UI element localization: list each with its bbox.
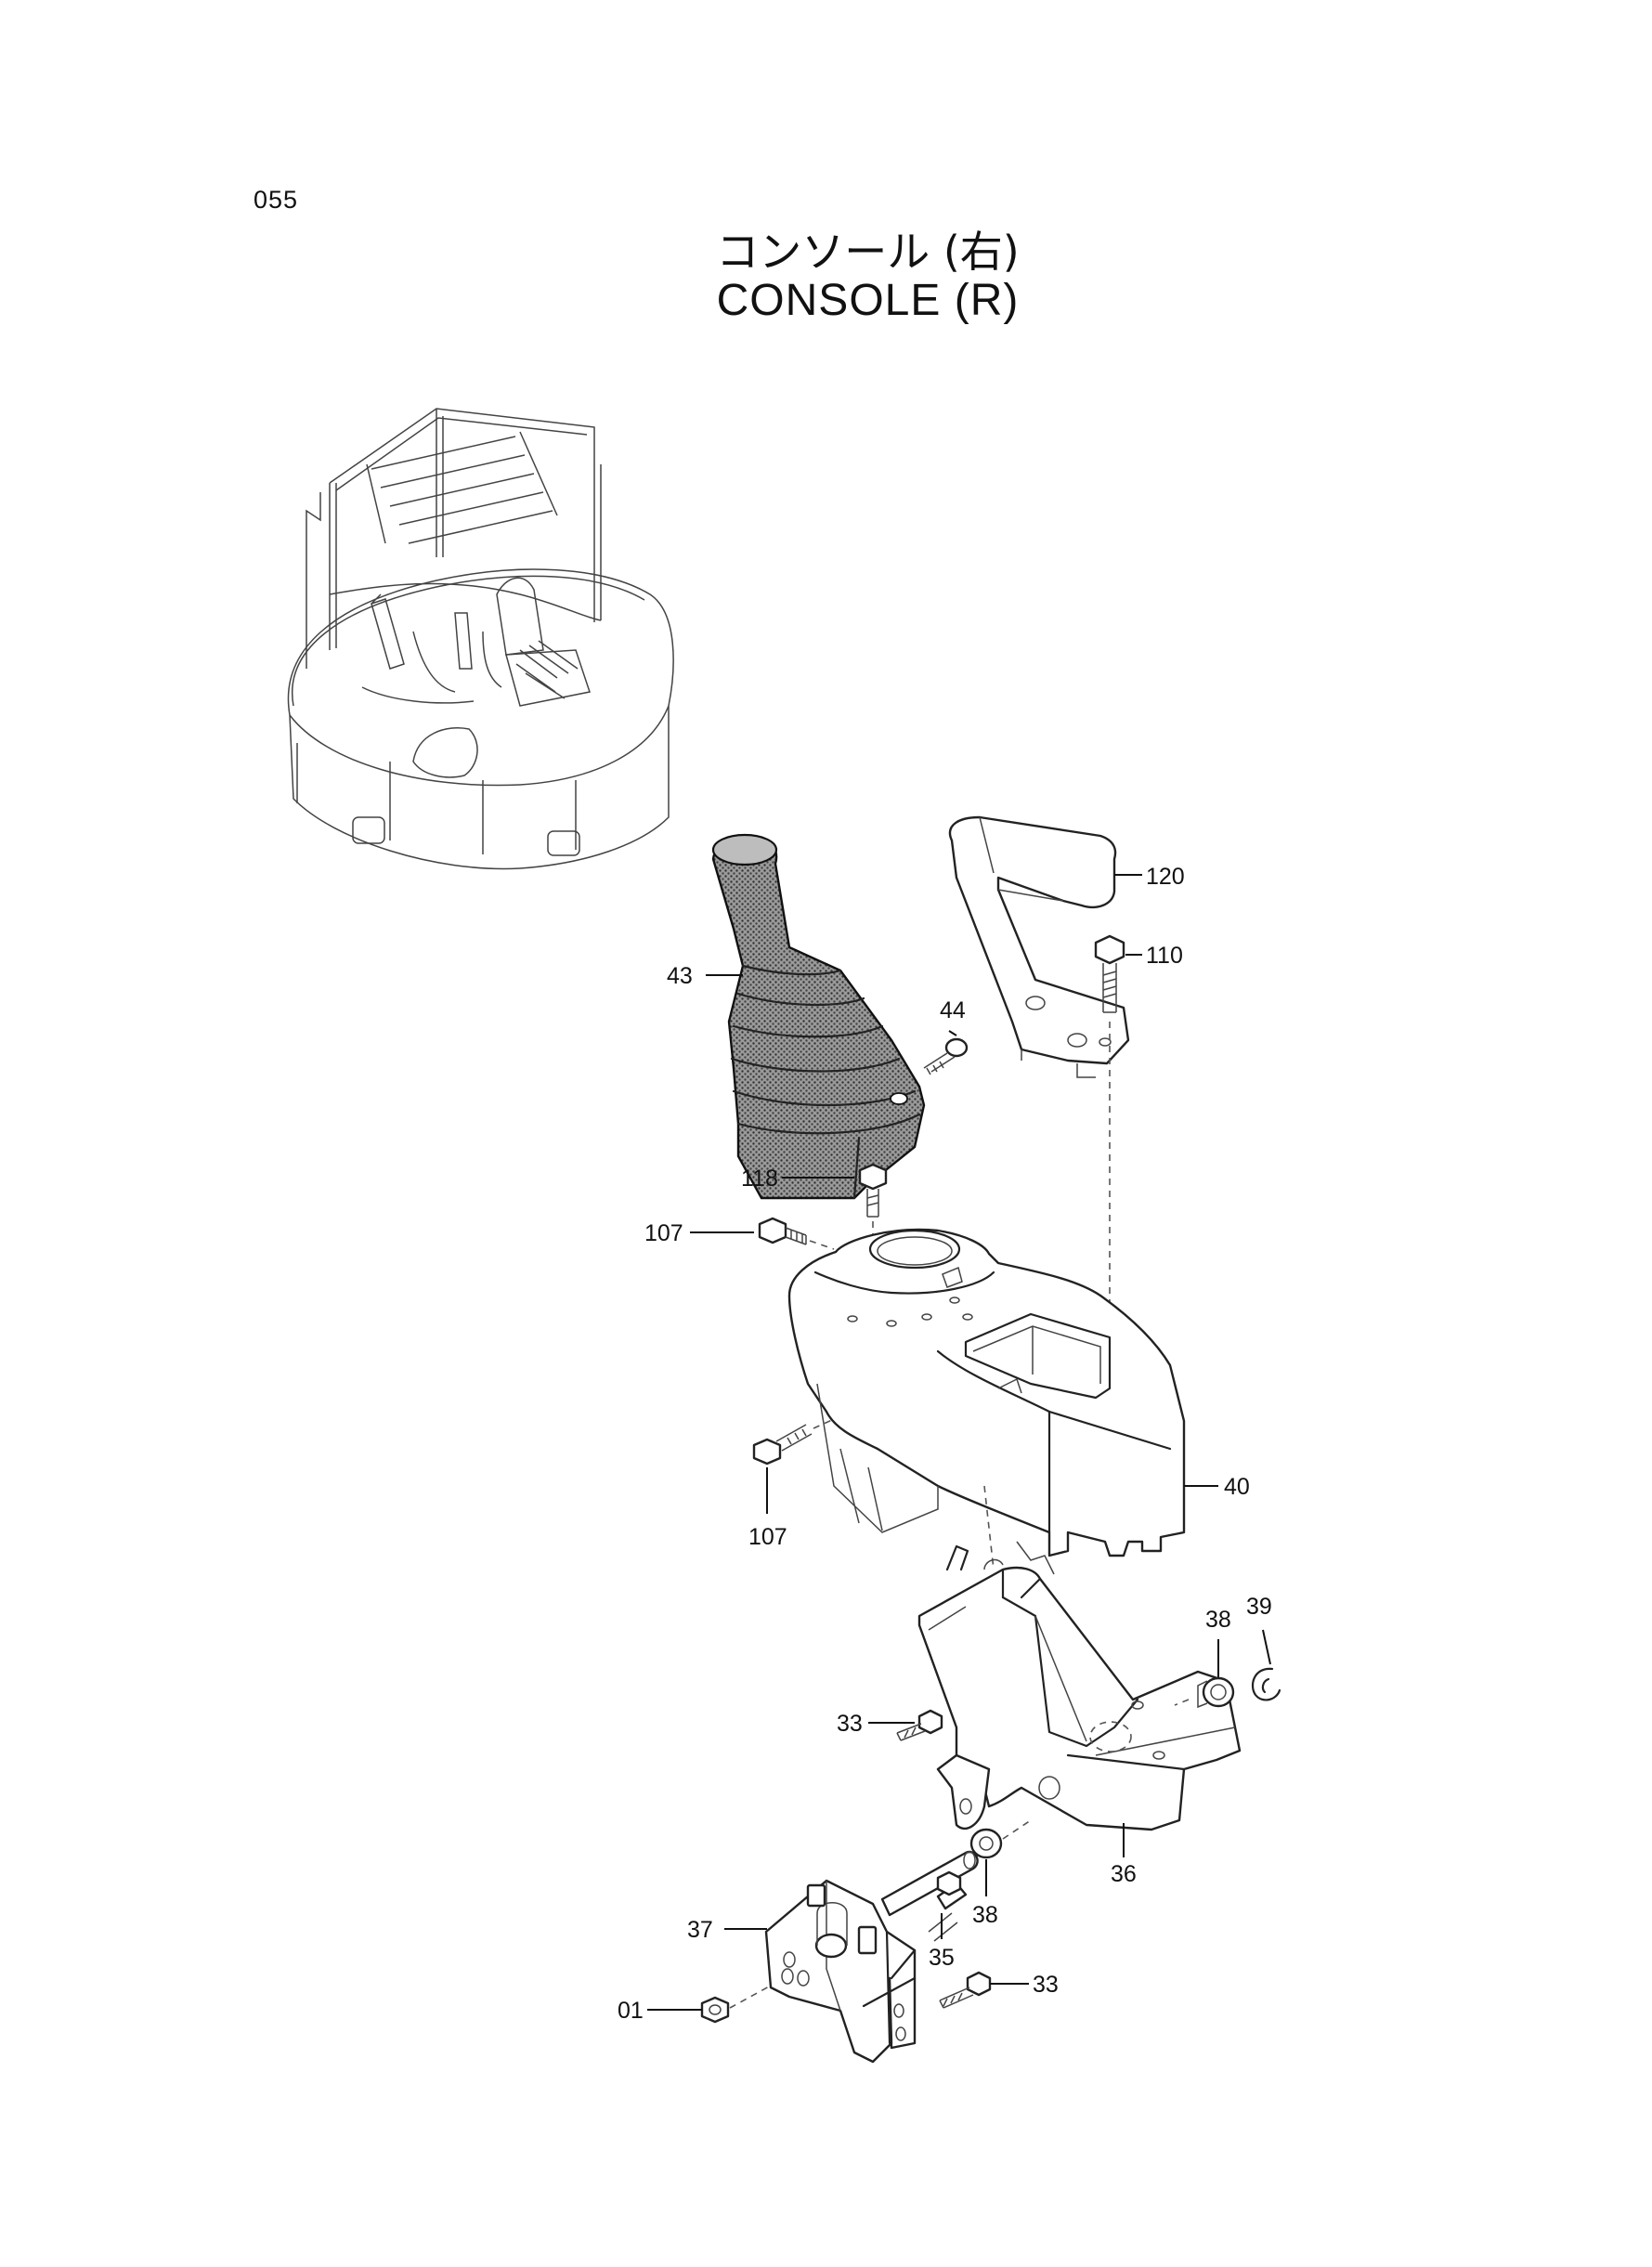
- callout-118: 118: [741, 1166, 778, 1192]
- bushing-38-upper-part: [1174, 1676, 1235, 1709]
- bolt-33-upper-part: [896, 1709, 943, 1741]
- callout-labels: 120 110 43 44 118 107 107 40 38 39 33 36…: [618, 864, 1272, 2024]
- bolt-107-lower-part: [752, 1418, 835, 1466]
- callout-44: 44: [940, 997, 966, 1023]
- callout-110: 110: [1146, 943, 1183, 969]
- console-cover-part: [787, 1228, 1186, 1570]
- page-title-japanese: コンソール (右): [716, 227, 1020, 277]
- callout-43: 43: [667, 963, 693, 989]
- bolt-33-lower-part: [939, 1971, 992, 2009]
- page-title: CONSOLE (R): [716, 276, 1020, 325]
- nut-01-part: [700, 1985, 772, 2024]
- console-bracket-part: [917, 1541, 1242, 1831]
- callout-120: 120: [1146, 864, 1185, 890]
- callout-01: 01: [618, 1998, 644, 2024]
- callout-33-lower: 33: [1033, 1972, 1059, 1998]
- machine-overview-illustration: [287, 408, 674, 870]
- callout-37: 37: [687, 1917, 713, 1943]
- callout-107-lower: 107: [748, 1524, 787, 1550]
- callout-36: 36: [1111, 1861, 1137, 1887]
- mounting-plate-part: [764, 1879, 917, 2064]
- armrest-handle-part: [949, 815, 1130, 1078]
- pin-35-part: [880, 1850, 979, 1942]
- screw-44-part: [923, 1037, 969, 1075]
- callout-33-upper: 33: [837, 1711, 863, 1737]
- bolt-107-upper-part: [758, 1217, 835, 1250]
- callout-107-upper: 107: [644, 1220, 683, 1246]
- bolt-118-part: [858, 1163, 888, 1263]
- callout-38-upper: 38: [1205, 1607, 1231, 1633]
- lever-boot-part: [711, 833, 926, 1200]
- clip-39-part: [1251, 1667, 1281, 1701]
- page-number: 055: [254, 186, 299, 214]
- callout-leaders: [647, 874, 1271, 2011]
- callout-39: 39: [1246, 1594, 1272, 1620]
- bolt-35-part: [936, 1870, 962, 1896]
- callout-35: 35: [929, 1945, 955, 1971]
- callout-40: 40: [1224, 1474, 1250, 1500]
- callout-38-lower: 38: [972, 1902, 998, 1928]
- bushing-38-lower-part: [969, 1819, 1032, 1859]
